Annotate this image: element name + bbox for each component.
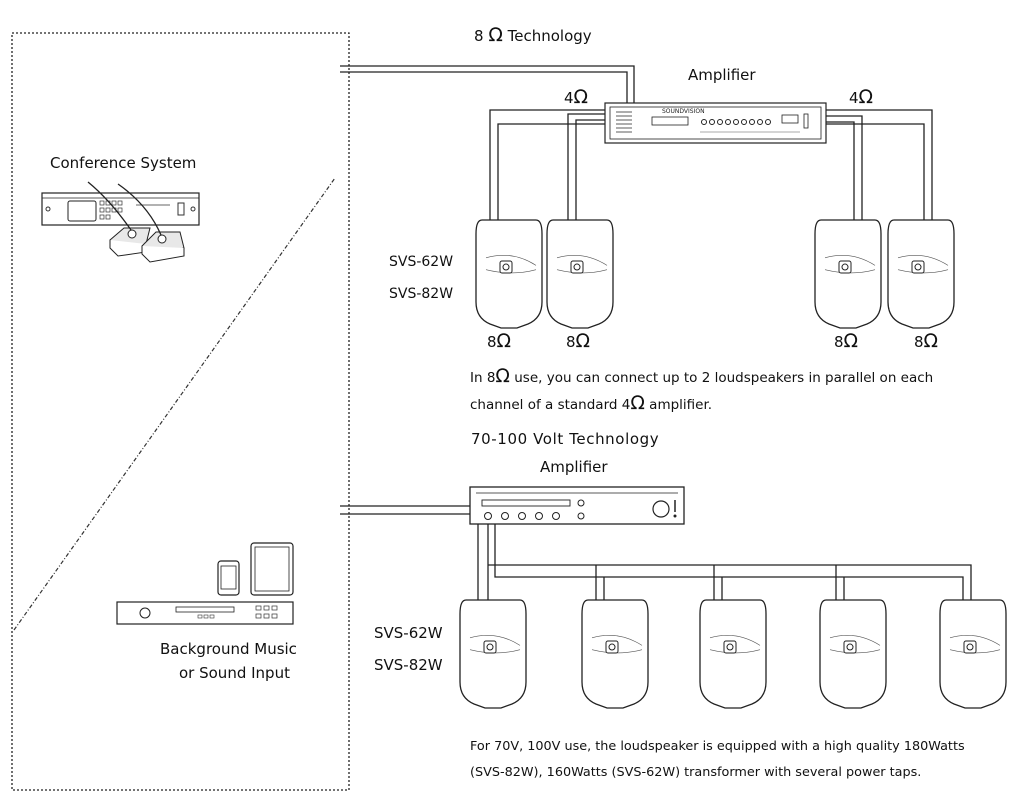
conference-label: Conference System [50, 154, 197, 172]
media-player-icon [116, 601, 294, 625]
ohm-cables [340, 65, 933, 232]
zone-divider [13, 177, 336, 631]
speaker-icon [939, 599, 1007, 709]
ohm-model-1: SVS-62W [389, 254, 454, 270]
ohm-note: In 8Ω use, you can connect up to 2 louds… [470, 365, 934, 414]
speaker-impedance-1: 8Ω [487, 330, 512, 352]
rack-amplifier-icon: SOUNDVISION [604, 102, 827, 144]
background-music-label: Background Music [160, 640, 297, 658]
volt-model-2: SVS-82W [374, 656, 443, 674]
volt-amplifier-label: Amplifier [540, 458, 608, 476]
speaker-impedance-2: 8Ω [566, 330, 591, 352]
volt-speaker-group [459, 599, 1007, 709]
ohm-title: 8 Ω Technology [474, 24, 592, 46]
volt-model-1: SVS-62W [374, 624, 443, 642]
speaker-icon [546, 219, 614, 329]
tablet-icon [250, 542, 294, 596]
speaker-icon [699, 599, 767, 709]
right-channel-label: 4Ω [849, 86, 874, 108]
speaker-icon [887, 219, 955, 329]
rack-amplifier-label: Amplifier [688, 66, 756, 84]
speaker-icon [814, 219, 882, 329]
speaker-icon [459, 599, 527, 709]
speaker-impedance-4: 8Ω [914, 330, 939, 352]
amplifier-icon [469, 486, 685, 525]
volt-note: For 70V, 100V use, the loudspeaker is eq… [470, 739, 965, 780]
rack-amplifier-brand: SOUNDVISION [662, 108, 705, 115]
speaker-icon [581, 599, 649, 709]
zone-boundary [11, 32, 350, 791]
ohm-speaker-group [475, 219, 955, 329]
left-channel-label: 4Ω [564, 86, 589, 108]
microphone-icon [87, 181, 185, 263]
conference-unit-icon [41, 192, 200, 226]
sound-input-label: or Sound Input [179, 664, 290, 682]
speaker-impedance-3: 8Ω [834, 330, 859, 352]
volt-cables [340, 505, 972, 605]
ohm-model-2: SVS-82W [389, 286, 454, 302]
speaker-icon [475, 219, 543, 329]
phone-icon [217, 560, 240, 596]
speaker-icon [819, 599, 887, 709]
volt-title: 70-100 Volt Technology [471, 430, 660, 448]
